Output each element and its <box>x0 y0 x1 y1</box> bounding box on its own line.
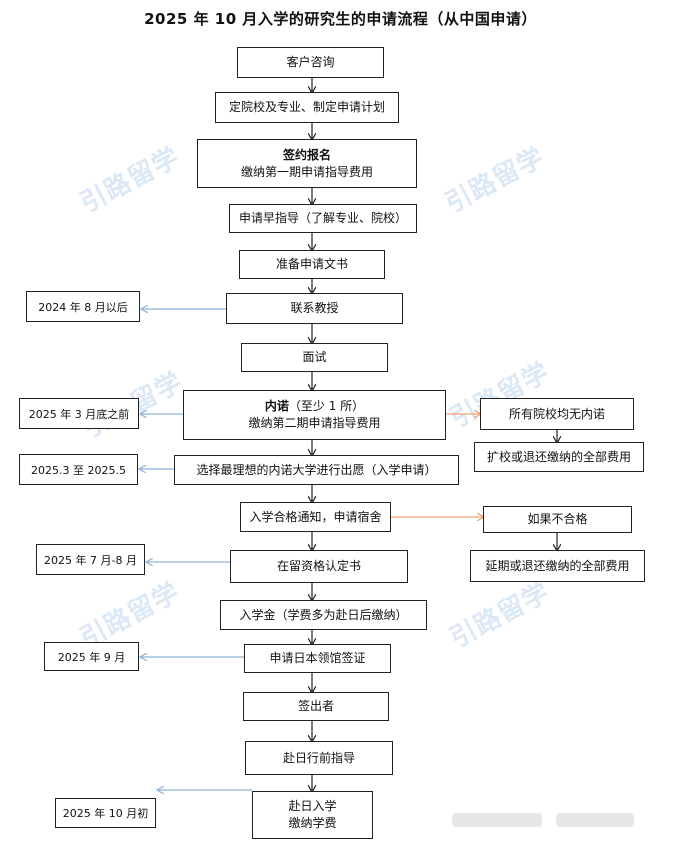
step-choose-label: 选择最理想的内诺大学进行出愿（入学申请） <box>196 462 437 477</box>
step-visa: 申请日本领馆签证 <box>244 644 391 673</box>
step-predeparture-label: 赴日行前指导 <box>282 750 355 765</box>
branch-fail: 如果不合格 <box>483 506 632 533</box>
step-arrive: 赴日入学 缴纳学费 <box>252 791 373 839</box>
branch-refund-2-label: 延期或退还缴纳的全部费用 <box>485 558 630 573</box>
step-consult: 客户咨询 <box>237 47 384 78</box>
step-consult-label: 客户咨询 <box>286 55 335 69</box>
step-guide: 申请早指导（了解专业、院校） <box>229 204 417 233</box>
step-sign-title: 签约报名 <box>282 147 331 162</box>
step-coe-label: 在留资格认定书 <box>276 559 361 573</box>
branch-refund-1: 扩校或退还缴纳的全部费用 <box>474 442 644 472</box>
step-docs-label: 准备申请文书 <box>275 257 348 271</box>
date-box: 2025 年 3 月底之前 <box>19 398 139 429</box>
step-notice-label: 入学合格通知，申请宿舍 <box>249 509 382 524</box>
step-choose: 选择最理想的内诺大学进行出愿（入学申请） <box>174 455 459 485</box>
step-arrive-sub: 缴纳学费 <box>288 816 337 830</box>
branch-no-naishin-label: 所有院校均无内诺 <box>508 406 605 421</box>
step-notice: 入学合格通知，申请宿舍 <box>240 502 391 532</box>
date-label: 2025 年 10 月初 <box>62 807 149 820</box>
date-box: 2025.3 至 2025.5 <box>19 454 138 485</box>
blurred-mark <box>452 813 542 827</box>
date-box: 2025 年 7 月-8 月 <box>36 544 145 575</box>
step-guide-label: 申请早指导（了解专业、院校） <box>238 211 407 225</box>
step-naishin-paren: （至少 1 所） <box>288 399 365 413</box>
date-label: 2024 年 8 月以后 <box>38 300 128 314</box>
step-sign: 签约报名 缴纳第一期申请指导费用 <box>197 139 417 188</box>
step-interview-label: 面试 <box>302 350 327 364</box>
step-coe: 在留资格认定书 <box>230 550 408 583</box>
date-box: 2025 年 9 月 <box>44 642 139 671</box>
branch-fail-label: 如果不合格 <box>527 512 588 526</box>
date-label: 2025.3 至 2025.5 <box>31 463 126 477</box>
branch-refund-2: 延期或退还缴纳的全部费用 <box>470 550 645 582</box>
date-label: 2025 年 7 月-8 月 <box>44 553 137 567</box>
step-naishin-sub: 缴纳第二期申请指导费用 <box>248 416 381 430</box>
step-docs: 准备申请文书 <box>239 250 385 279</box>
step-contact-label: 联系教授 <box>290 301 339 315</box>
step-naishin-title-line: 内诺（至少 1 所） <box>265 398 364 415</box>
date-label: 2025 年 3 月底之前 <box>28 407 130 421</box>
date-box: 2025 年 10 月初 <box>55 798 156 828</box>
step-sign-sub: 缴纳第一期申请指导费用 <box>240 164 373 179</box>
step-arrive-title: 赴日入学 <box>288 799 337 813</box>
date-label: 2025 年 9 月 <box>57 650 126 664</box>
step-contact: 联系教授 <box>226 293 403 324</box>
step-issued: 签出者 <box>243 692 389 721</box>
step-interview: 面试 <box>241 343 388 372</box>
blurred-mark <box>556 813 634 827</box>
date-box: 2024 年 8 月以后 <box>26 291 140 322</box>
step-plan: 定院校及专业、制定申请计划 <box>215 92 399 123</box>
step-issued-label: 签出者 <box>297 699 334 713</box>
branch-no-naishin: 所有院校均无内诺 <box>480 398 634 430</box>
step-plan-label: 定院校及专业、制定申请计划 <box>228 100 385 114</box>
branch-refund-1-label: 扩校或退还缴纳的全部费用 <box>486 449 631 464</box>
step-naishin-title: 内诺 <box>264 399 289 413</box>
step-visa-label: 申请日本领馆签证 <box>269 651 366 665</box>
step-predeparture: 赴日行前指导 <box>245 741 393 775</box>
step-fee: 入学金（学费多为赴日后缴纳） <box>220 600 427 630</box>
page-title: 2025 年 10 月入学的研究生的申请流程（从中国申请） <box>144 10 537 28</box>
step-fee-label: 入学金（学费多为赴日后缴纳） <box>239 607 408 622</box>
step-naishin: 内诺（至少 1 所） 缴纳第二期申请指导费用 <box>183 390 446 440</box>
